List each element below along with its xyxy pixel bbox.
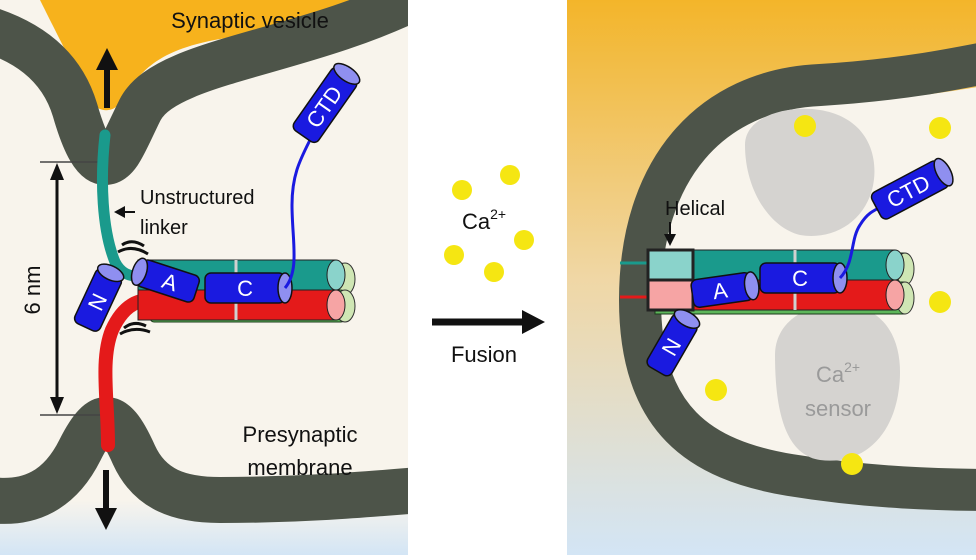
fused-membrane-bottom xyxy=(619,299,976,511)
right-cylinder-n: N xyxy=(646,309,701,377)
calcium-sensor xyxy=(775,304,901,461)
vsnare-linker xyxy=(96,129,142,282)
helical-label: Helical xyxy=(665,198,725,220)
distance-label: 6 nm xyxy=(20,266,45,315)
vesicle-up-arrow xyxy=(96,48,118,108)
middle-section: Ca2+ Fusion xyxy=(432,165,545,367)
membrane-label-line1: Presynaptic xyxy=(243,422,358,447)
calcium-ions xyxy=(444,165,534,282)
vesicle-lumen xyxy=(40,0,390,111)
right-panel: Ca2+ sensor Helical xyxy=(567,0,976,555)
cylinder-c: C xyxy=(204,272,293,304)
cylinder-n: N xyxy=(73,263,125,332)
right-cylinder-a-label: A xyxy=(711,277,729,304)
presynaptic-membrane xyxy=(0,396,408,524)
distance-marker: 6 nm xyxy=(20,161,105,416)
fused-membrane-top xyxy=(619,43,976,301)
linker-label-line2: linker xyxy=(140,217,188,239)
tsnare-linker xyxy=(98,293,157,452)
membrane-down-arrow xyxy=(95,470,117,530)
helical-annotation: Helical xyxy=(664,198,725,246)
calcium-label: Ca2+ xyxy=(462,206,506,234)
fusion-label: Fusion xyxy=(451,342,517,367)
membrane-label-line2: membrane xyxy=(247,455,352,480)
unstructured-linker-annotation: Unstructured linker xyxy=(114,187,255,239)
clash-marks xyxy=(117,240,151,336)
right-cylinder-c-label: C xyxy=(792,266,808,291)
sensor-top xyxy=(745,108,875,236)
cylinder-c-label: C xyxy=(237,276,253,301)
right-cylinder-c: C xyxy=(759,262,848,294)
sensor-label-line1: Ca2+ xyxy=(816,359,860,387)
sensor-label-line2: sensor xyxy=(805,396,871,421)
vesicle-membrane xyxy=(0,0,408,186)
vesicle-label: Synaptic vesicle xyxy=(171,8,329,33)
cylinder-a: A xyxy=(130,257,201,303)
linker-label-line1: Unstructured xyxy=(140,187,255,209)
right-cylinder-a: A xyxy=(690,271,760,309)
ctd-linker xyxy=(283,139,312,289)
right-calcium-ions xyxy=(705,115,951,475)
left-panel: 6 nm Unstructured linker xyxy=(0,0,408,555)
fusion-arrow xyxy=(432,310,545,334)
